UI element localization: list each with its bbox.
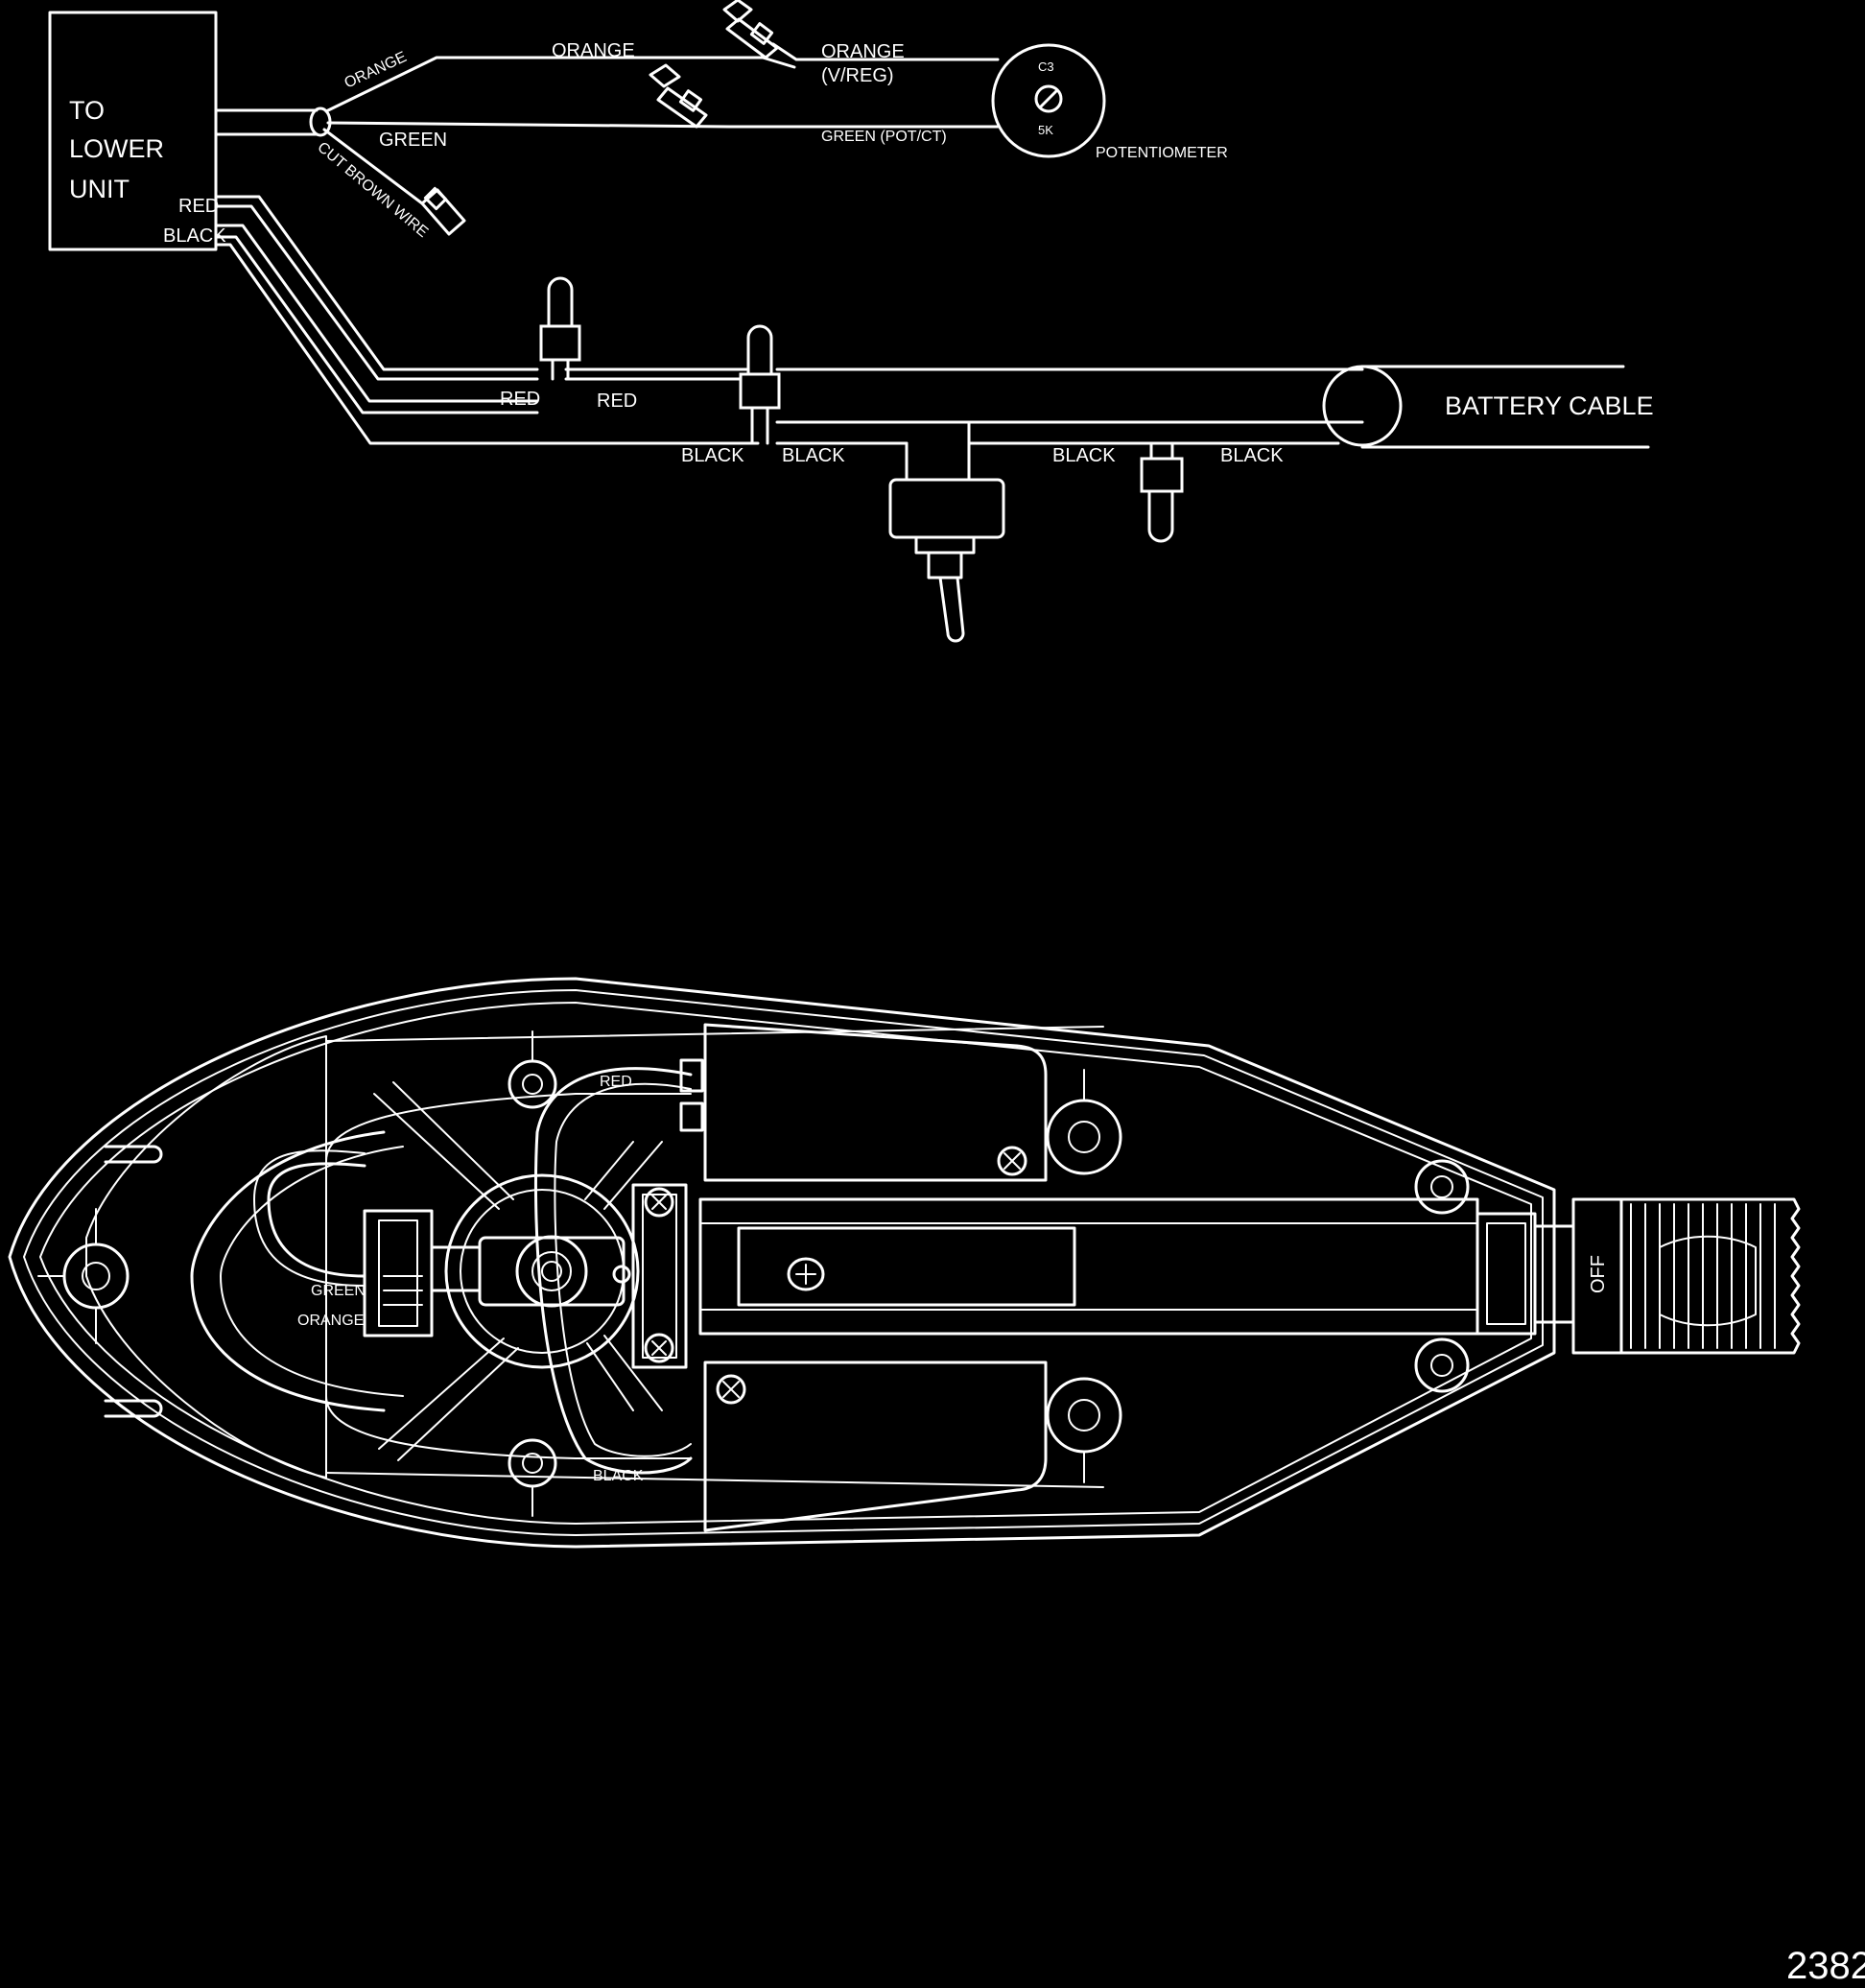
orange-wire-connector	[724, 0, 777, 58]
head-green-label: GREEN	[311, 1283, 366, 1299]
head-outer-shell	[10, 979, 1554, 1547]
green-potct-label: GREEN (POT/CT)	[821, 129, 947, 145]
cut-brown-wire-label: CUT BROWN WIRE	[314, 139, 431, 241]
power-wires	[216, 197, 1362, 443]
lower-unit-label-line3: UNIT	[69, 175, 130, 203]
wiring-schematic: TO LOWER UNIT RED BLACK	[50, 0, 1654, 641]
nose-pin-upper	[106, 1147, 161, 1162]
orange-vreg-label-line2: (V/REG)	[821, 65, 894, 86]
control-cable	[216, 44, 998, 203]
center-hub	[374, 1082, 662, 1460]
green-wire-connector	[650, 65, 706, 127]
tail-collar: OFF	[1477, 1199, 1621, 1353]
orange-short-label: ORANGE	[342, 49, 410, 92]
lower-unit-label-line2: LOWER	[69, 134, 164, 163]
nose-pin-lower	[106, 1401, 161, 1416]
mount-boss-tail-lower	[1416, 1339, 1468, 1391]
motor-head-assembly: OFF RED BLACK GREEN ORANGE	[10, 979, 1799, 1547]
green-label: GREEN	[379, 130, 447, 151]
potentiometer: C3 5K	[993, 45, 1104, 156]
battery-cable	[1324, 367, 1648, 447]
orange-vreg-label-line1: ORANGE	[821, 41, 905, 62]
black-wire-connector-1	[741, 326, 779, 443]
brown-wire-cap	[422, 188, 464, 234]
black-label-2: BLACK	[782, 445, 845, 466]
mount-boss-tail-upper	[1416, 1161, 1468, 1213]
mount-boss-nose	[38, 1209, 128, 1343]
black-label-1: BLACK	[681, 445, 744, 466]
head-red-label: RED	[600, 1074, 632, 1090]
lower-unit-box	[50, 12, 216, 249]
potentiometer-label: POTENTIOMETER	[1096, 145, 1228, 161]
red-left-label: RED	[500, 389, 540, 410]
toggle-switch	[890, 443, 1003, 641]
black-label-4: BLACK	[1220, 445, 1284, 466]
mount-boss-lower-left	[509, 1440, 555, 1516]
battery-cable-label: BATTERY CABLE	[1445, 391, 1654, 420]
black-out-label: BLACK	[163, 225, 226, 247]
board-cover-upper	[705, 1025, 1046, 1180]
black-wire-connector-2	[1142, 443, 1182, 541]
figure-number: 2382	[1786, 1945, 1865, 1987]
tiller-arm	[614, 1185, 1477, 1367]
mount-boss-upper-left	[509, 1031, 555, 1107]
throttle-grip	[1621, 1199, 1799, 1353]
off-label: OFF	[1588, 1255, 1609, 1293]
mount-boss-mid-upper	[1048, 1070, 1121, 1173]
pot-c3-label: C3	[1038, 59, 1054, 74]
pot-block	[254, 1150, 480, 1336]
red-right-label: RED	[597, 390, 637, 412]
black-label-3: BLACK	[1052, 445, 1116, 466]
lower-unit-label-line1: TO	[69, 96, 105, 125]
red-out-label: RED	[178, 196, 219, 217]
board-cover-lower	[705, 1362, 1046, 1530]
head-black-label: BLACK	[593, 1468, 644, 1484]
red-wire-connector	[541, 278, 579, 379]
pot-5k-label: 5K	[1038, 123, 1053, 137]
head-orange-label: ORANGE	[297, 1313, 364, 1329]
orange-long-label: ORANGE	[552, 40, 635, 61]
mount-boss-mid-lower	[1048, 1379, 1121, 1482]
